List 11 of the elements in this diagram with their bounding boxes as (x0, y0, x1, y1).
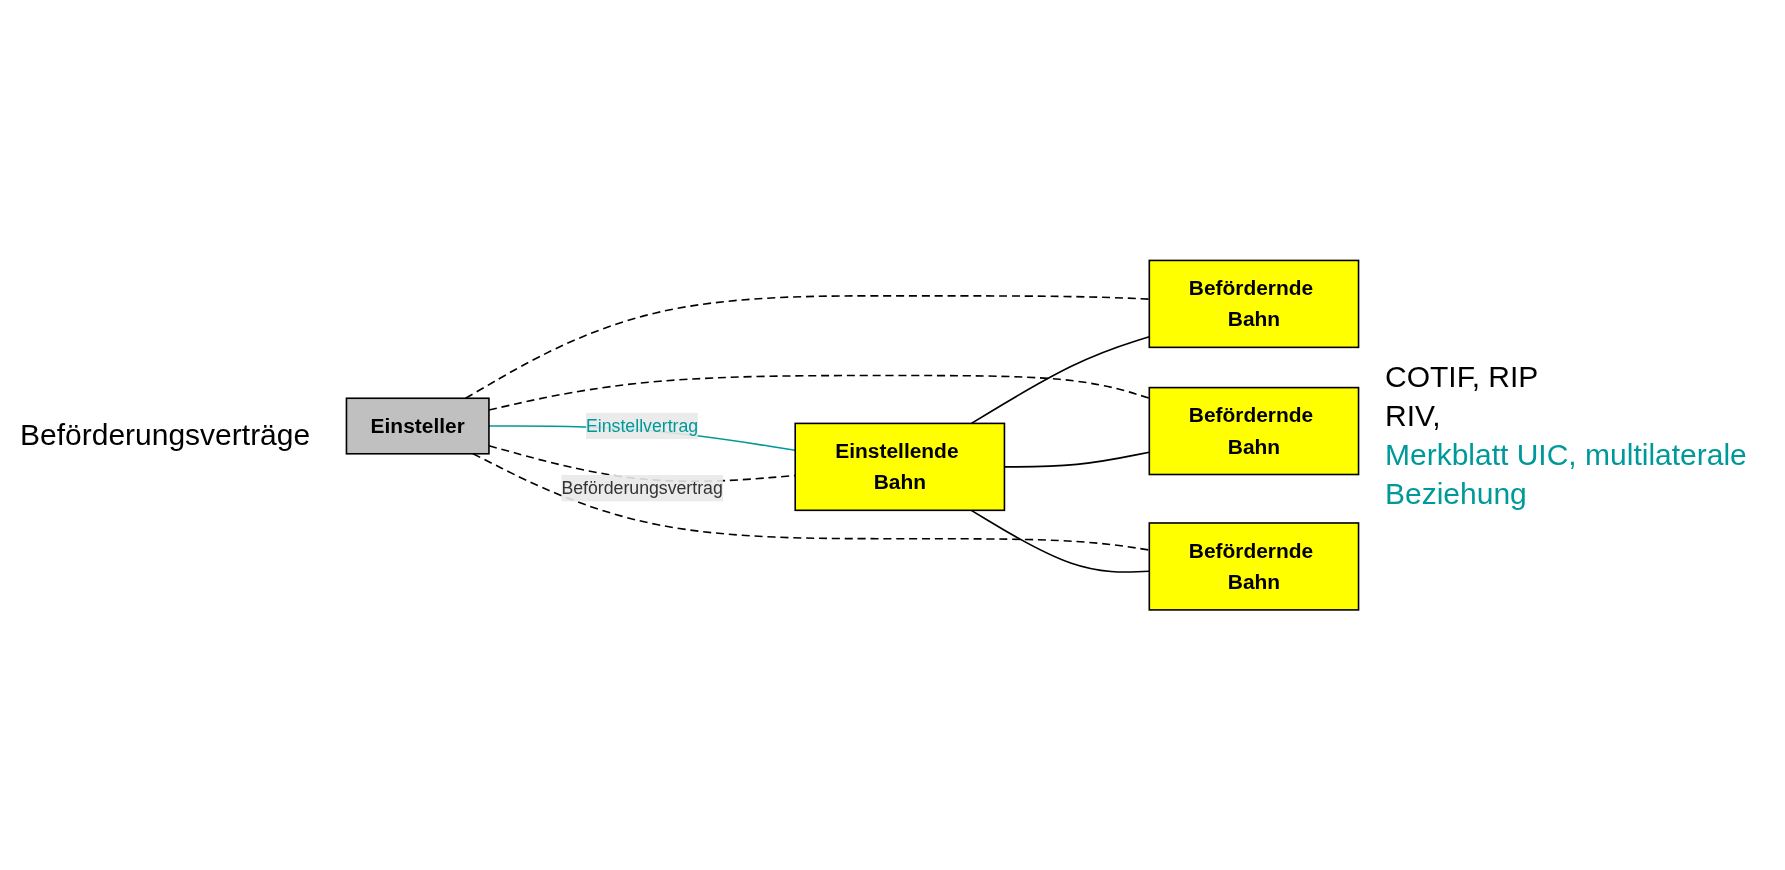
edge-label: Einstellvertrag (585, 415, 699, 436)
note-text: Merkblatt UIC, multilaterale Beziehung (1385, 437, 1748, 512)
node-box: Befördernde Bahn (1148, 386, 1360, 476)
note-text: Beförderungsverträge (20, 418, 312, 452)
node-box: Einsteller (345, 397, 490, 455)
node-box: Einstellende Bahn (794, 422, 1006, 511)
node-box: Befördernde Bahn (1148, 522, 1360, 611)
node-box: Befördernde Bahn (1148, 259, 1360, 348)
edge-label: Beförderungsvertrag (561, 477, 723, 499)
note-text: COTIF, RIP (1385, 359, 1540, 395)
note-text: RIV, (1385, 398, 1442, 434)
